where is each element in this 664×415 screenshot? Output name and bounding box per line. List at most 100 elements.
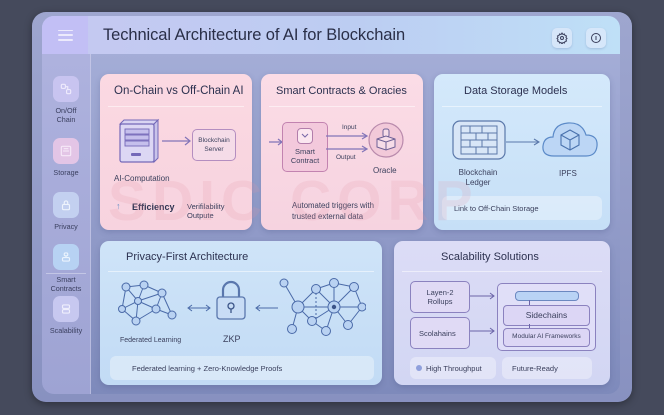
lock-icon (216, 280, 246, 320)
federated-network-icon (118, 280, 177, 326)
verifiability-label: Outpute (187, 211, 214, 220)
card-divider (442, 106, 602, 107)
oracle-icon (368, 122, 404, 158)
future-ready-badge: Future-Ready (502, 357, 592, 379)
cloud-icon (542, 122, 598, 157)
badge-label: High Throughput (426, 364, 482, 373)
menu-button[interactable] (42, 16, 88, 54)
scolahains-box: Scolahains (410, 317, 470, 349)
arrow-right-icon (269, 138, 283, 146)
privacy-footer-text: Federated learning + Zero-Knowledge Proo… (132, 364, 283, 373)
card-divider (108, 106, 244, 107)
sidebar-label: Privacy (54, 222, 78, 231)
card-title: Scalability Solutions (441, 251, 539, 263)
server-label: Blockchain (198, 137, 230, 144)
connector-line (529, 324, 530, 328)
sidebar-item-scalability[interactable]: Scalability (42, 296, 90, 335)
lock-icon (53, 192, 79, 218)
arrow-right-icon (506, 138, 540, 146)
checkbox-icon (297, 128, 313, 144)
info-icon (591, 33, 601, 43)
input-label: Input (342, 124, 357, 131)
page-title: Technical Architecture of AI for Blockch… (103, 26, 406, 44)
io-arrows-icon (326, 132, 368, 153)
sidechains-box: Sidechains (503, 305, 590, 326)
arrow-up-icon: ↑ (116, 201, 121, 211)
gear-icon (556, 32, 568, 44)
oracle-label: Oracle (373, 166, 397, 175)
modular-label: Modular AI Frameworks (512, 333, 581, 340)
card-divider (269, 106, 415, 107)
sidebar-label: Scalability (49, 326, 83, 335)
modular-ai-box: Modular AI Frameworks (503, 328, 590, 347)
federated-label: Federated Learning (120, 337, 182, 344)
server-icon (118, 118, 160, 164)
sidebar-label: On/Off (55, 106, 77, 115)
storage-footer-text: Link to Off-Chain Storage (454, 204, 539, 213)
output-label: Output (336, 154, 356, 161)
app-window: Technical Architecture of AI for Blockch… (42, 16, 620, 394)
ledger-label: Ledger (465, 178, 491, 187)
ledger-icon (452, 120, 506, 160)
sidebar-label: Smart (56, 275, 76, 284)
sidebar-item-privacy[interactable]: Privacy (42, 192, 90, 231)
card-divider (108, 271, 374, 272)
dot-icon (416, 365, 422, 371)
ipfs-label: IPFS (559, 169, 577, 178)
arrow-left-icon (255, 304, 278, 312)
efficiency-label: Efficiency (132, 202, 175, 212)
server-label: Server (204, 146, 224, 153)
contract-label: Contract (290, 156, 320, 165)
contract-icon (53, 244, 79, 270)
badge-label: Future-Ready (512, 364, 558, 373)
sidebar-divider (46, 273, 86, 274)
storage-footer: Link to Off-Chain Storage (442, 196, 602, 220)
layers-icon (53, 296, 79, 322)
sidebar-label: Storage (53, 168, 79, 177)
card-title: On-Chain vs Off-Chain AI (114, 85, 244, 97)
chain-icon (53, 76, 79, 102)
info-button[interactable] (586, 28, 606, 48)
header-bar: Technical Architecture of AI for Blockch… (42, 16, 620, 54)
top-layer-bar (515, 291, 579, 301)
bidirectional-arrow-icon (187, 304, 211, 312)
arrows-right-icon (470, 292, 495, 335)
connector-line (529, 300, 530, 305)
sidebar-label: Contracts (50, 284, 82, 293)
settings-button[interactable] (552, 28, 572, 48)
storage-icon (53, 138, 79, 164)
card-title: Privacy-First Architecture (126, 251, 249, 263)
privacy-card: Privacy-First Architecture (100, 241, 382, 385)
scolahains-label: Scolahains (419, 329, 456, 338)
ledger-label: Blockchain (458, 168, 498, 177)
layer2-label: Rollups (427, 297, 453, 306)
card-divider (402, 271, 602, 272)
hamburger-icon (57, 29, 73, 41)
verifiability-label: Verifilability (187, 202, 225, 211)
zkp-network-icon (279, 278, 366, 336)
card-title: Smart Contracts & Oracies (276, 85, 407, 97)
contract-label: Smart (294, 147, 315, 156)
high-throughput-badge: High Throughput (410, 357, 496, 379)
sidebar-label: Chain (56, 115, 76, 124)
zkp-label: ZKP (223, 334, 241, 344)
privacy-footer: Federated learning + Zero-Knowledge Proo… (110, 356, 374, 380)
contracts-desc: Automated triggers with (292, 201, 374, 210)
arrow-right-icon (162, 136, 191, 146)
contracts-desc: trusted external data (292, 212, 364, 221)
sidechains-group: Sidechains Modular AI Frameworks (497, 283, 596, 351)
card-title: Data Storage Models (464, 85, 568, 97)
layer2-label: Layen-2 (426, 288, 454, 297)
sidebar-item-storage[interactable]: Storage (42, 138, 90, 177)
sidechains-label: Sidechains (525, 310, 568, 320)
